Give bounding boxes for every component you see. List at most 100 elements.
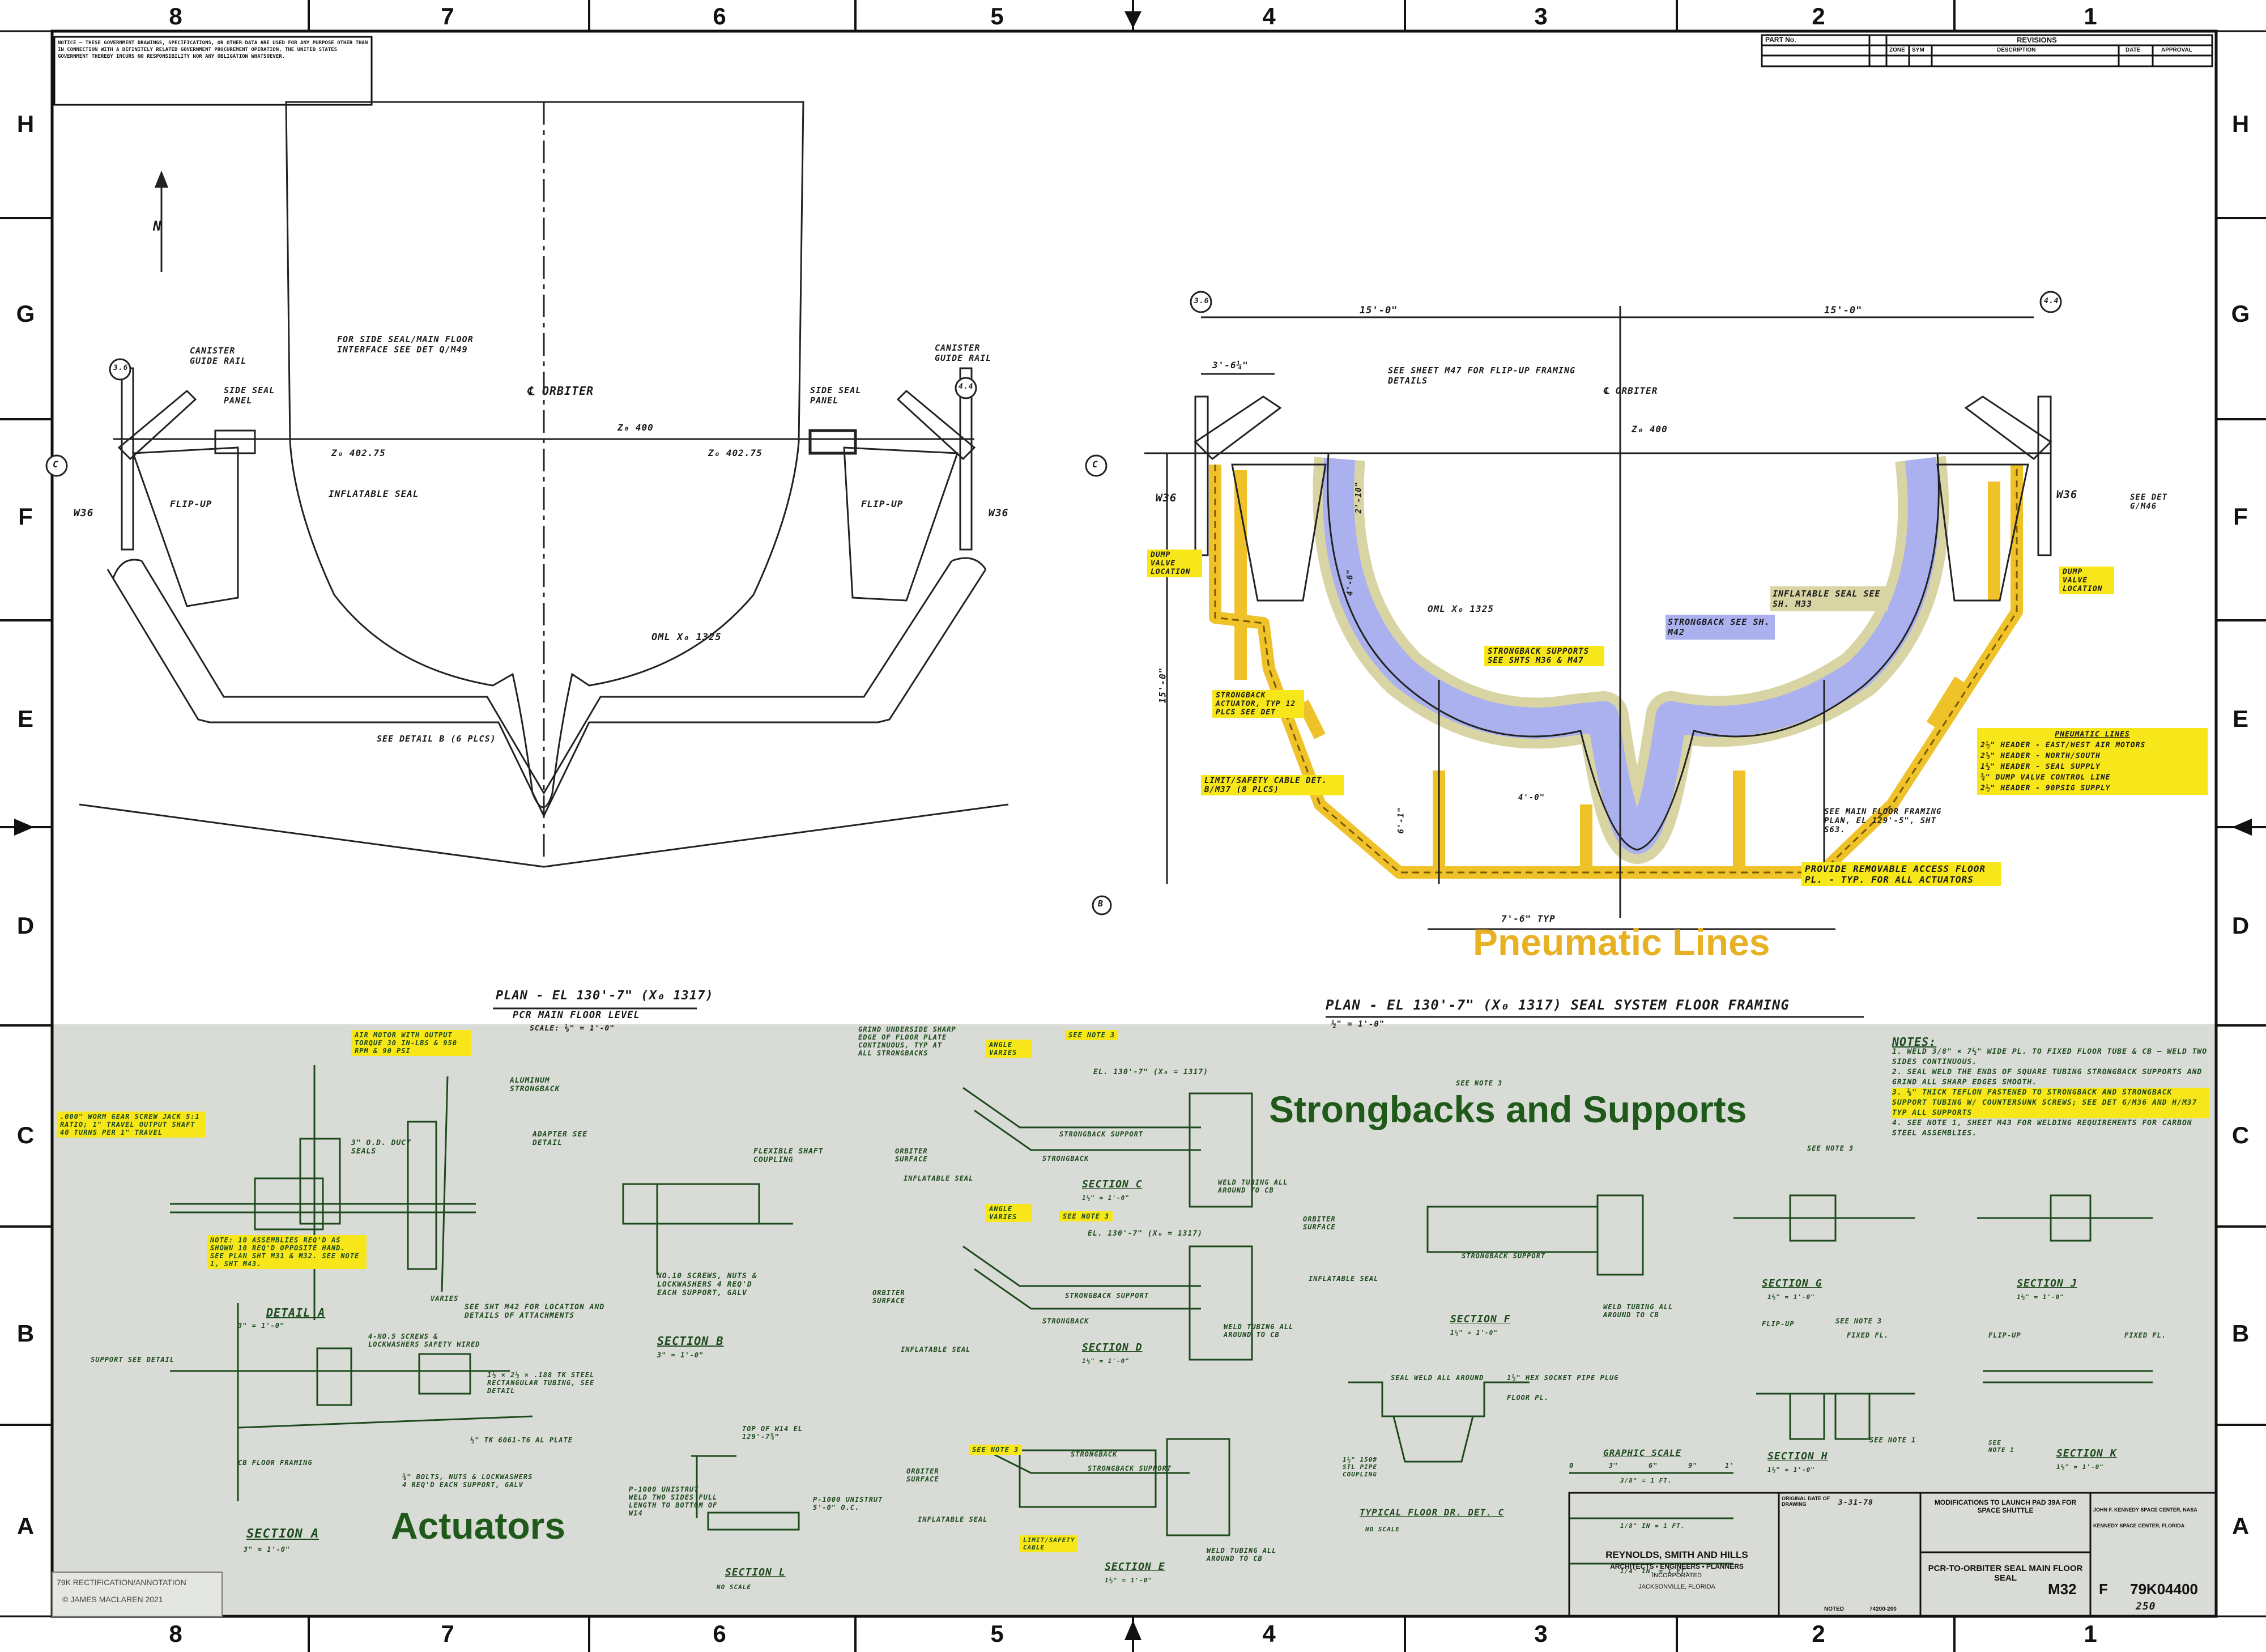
varies-label: VARIES <box>431 1295 459 1302</box>
inflatable-seal-callout: INFLATABLE SEAL SEE SH. M33 <box>1770 586 1888 611</box>
strongback-supports-callout: STRONGBACK SUPPORTS SEE SHTS M36 & M47 <box>1484 646 1604 666</box>
z402-left: Z₀ 402.75 <box>331 448 386 458</box>
row-label-d-right: D <box>2231 912 2250 939</box>
el130-1: EL. 130'-7" (X₀ = 1317) <box>1093 1068 1209 1076</box>
col-label-4-bottom: 4 <box>1262 1620 1276 1647</box>
col-label-8-bottom: 8 <box>169 1620 182 1647</box>
credit-line-2: © JAMES MACLAREN 2021 <box>62 1595 163 1604</box>
strongback-3: STRONGBACK <box>1071 1450 1118 1458</box>
inflatable-seal-f: INFLATABLE SEAL <box>1309 1275 1379 1283</box>
col-label-7-bottom: 7 <box>441 1620 454 1647</box>
orbiter-surface-1: ORBITER SURFACE <box>895 1147 928 1163</box>
z402-right: Z₀ 402.75 <box>708 448 763 458</box>
left-canister-rail: CANISTER GUIDE RAIL <box>190 346 247 366</box>
original-date-label: ORIGINAL DATE OF DRAWING <box>1782 1496 1830 1507</box>
rect-tubing-label: 1½ × 2½ × .188 TK STEEL RECTANGULAR TUBI… <box>487 1371 595 1395</box>
pneumatic-legend-item: ¾" DUMP VALVE CONTROL LINE <box>1980 773 2111 782</box>
row-label-a-right: A <box>2231 1513 2250 1539</box>
north-label: N <box>153 218 162 234</box>
section-d-scale: 1½" = 1'-0" <box>1082 1357 1130 1365</box>
left-w36-left: W36 <box>74 507 94 519</box>
col-label-2-top: 2 <box>1812 3 1825 29</box>
air-motor-note: AIR MOTOR WITH OUTPUT TORQUE 30 IN-LBS &… <box>351 1030 471 1056</box>
right-dim-vertical: 15'-0" <box>1157 667 1168 704</box>
see-main-floor-note: SEE MAIN FLOOR FRAMING PLAN, EL 129'-5",… <box>1824 807 1942 834</box>
weld-tubing-1: WELD TUBING ALL AROUND TO CB <box>1218 1178 1288 1194</box>
right-cl-orbiter: ℄ ORBITER <box>1603 385 1658 396</box>
section-d-title: SECTION D <box>1082 1342 1143 1353</box>
graphic-scale-tick: 3" <box>1609 1462 1618 1470</box>
flexible-coupling-label: FLEXIBLE SHAFT COUPLING <box>753 1147 824 1164</box>
row-label-c-right: C <box>2231 1122 2250 1148</box>
revisions-col-description: DESCRIPTION <box>1997 47 2036 53</box>
section-j-title: SECTION J <box>2017 1278 2077 1289</box>
section-h-scale: 1½" = 1'-0" <box>1767 1466 1815 1474</box>
right-bubble-b: B <box>1098 899 1104 909</box>
see-note-3-g: SEE NOTE 3 <box>1807 1144 1854 1152</box>
inflatable-seal-label: INFLATABLE SEAL <box>329 488 419 499</box>
duct-seals-label: 3" O.D. DUCT SEALS <box>351 1139 411 1156</box>
section-j-scale: 1½" = 1'-0" <box>2017 1293 2064 1301</box>
see-note-3-1: SEE NOTE 3 <box>1065 1030 1119 1040</box>
see-note-3-3: SEE NOTE 3 <box>969 1445 1023 1455</box>
al-plate-label: ½" TK 6061-T6 AL PLATE <box>470 1436 573 1444</box>
firm-incorporated: INCORPORATED <box>1652 1572 1702 1579</box>
firm-subtitle: ARCHITECTS • ENGINEERS • PLANNERS <box>1610 1562 1744 1570</box>
left-side-seal-panel: SIDE SEAL PANEL <box>224 385 275 406</box>
graphic-scale-title: GRAPHIC SCALE <box>1603 1447 1682 1458</box>
section-b-title: SECTION B <box>657 1334 724 1348</box>
ksc-location: KENNEDY SPACE CENTER, FLORIDA <box>2093 1523 2185 1528</box>
left-plan-title: PLAN - EL 130'-7" (X₀ 1317) <box>496 989 714 1003</box>
right-side-seal-panel: SIDE SEAL PANEL <box>810 385 862 406</box>
floor-drain-scale: NO SCALE <box>1365 1526 1400 1533</box>
section-l-scale: NO SCALE <box>717 1583 751 1591</box>
dump-valve-right: DUMP VALVE LOCATION <box>2059 567 2114 594</box>
right-z400: Z₀ 400 <box>1632 424 1668 435</box>
row-label-b-left: B <box>16 1320 35 1347</box>
row-label-b-right: B <box>2231 1320 2250 1347</box>
size-code: F <box>2099 1581 2108 1598</box>
typical-floor-drain-title: TYPICAL FLOOR DR. DET. C <box>1360 1507 1505 1518</box>
col-label-2-bottom: 2 <box>1812 1620 1825 1647</box>
row-label-f-right: F <box>2233 503 2248 530</box>
graphic-scale-1: 3/8" = 1 FT. <box>1620 1477 1672 1484</box>
see-note-3-2: SEE NOTE 3 <box>1059 1211 1113 1221</box>
top-w14-label: TOP OF W14 EL 129'-7¾" <box>742 1425 803 1441</box>
inflatable-seal-3: INFLATABLE SEAL <box>918 1515 988 1523</box>
section-k-scale: 1½" = 1'-0" <box>2056 1463 2104 1471</box>
left-cl-orbiter: ℄ ORBITER <box>527 384 594 398</box>
orbiter-surface-2: ORBITER SURFACE <box>872 1289 905 1305</box>
graphic-scale-tick: 0 <box>1569 1462 1574 1470</box>
ksc-name: JOHN F. KENNEDY SPACE CENTER, NASA <box>2093 1507 2197 1513</box>
right-dim-4-6: 4'-6" <box>1345 569 1355 596</box>
section-a-scale: 3" = 1'-0" <box>244 1545 291 1553</box>
fixed-fl-h: FIXED FL. <box>1847 1331 1889 1339</box>
row-label-g-right: G <box>2231 300 2250 327</box>
sheet-number: 250 <box>2136 1600 2156 1612</box>
right-dim-left: 15'-0" <box>1360 305 1398 316</box>
detail-a-title: DETAIL A <box>266 1306 326 1319</box>
dump-valve-left: DUMP VALVE LOCATION <box>1147 550 1202 577</box>
left-plan-scale: SCALE: ⅛" = 1'-0" <box>530 1024 615 1033</box>
note-item: 3. ⅛" THICK TEFLON FASTENED TO STRONGBAC… <box>1892 1088 2209 1118</box>
section-k-title: SECTION K <box>2056 1447 2117 1459</box>
col-label-7-top: 7 <box>441 3 454 29</box>
col-label-5-top: 5 <box>990 3 1004 29</box>
section-f-title: SECTION F <box>1450 1313 1511 1325</box>
section-e-scale: 1½" = 1'-0" <box>1105 1577 1152 1584</box>
assemblies-note: NOTE: 10 ASSEMBLIES REQ'D AS SHOWN 10 RE… <box>207 1235 367 1269</box>
detail-a-scale: 3" = 1'-0" <box>238 1322 285 1330</box>
angle-varies-1: ANGLE VARIES <box>986 1040 1032 1058</box>
right-dim-bottom: 7'-6" TYP <box>1501 913 1556 924</box>
pneumatic-legend-item: 2½" HEADER - NORTH/SOUTH <box>1980 752 2101 760</box>
see-note-1-h: SEE NOTE 1 <box>1869 1436 1916 1444</box>
no5-screws-label: 4-NO.5 SCREWS & LOCKWASHERS SAFETY WIRED <box>368 1332 480 1348</box>
col-label-6-bottom: 6 <box>713 1620 726 1647</box>
col-label-6-top: 6 <box>713 3 726 29</box>
no10-screws-label: NO.10 SCREWS, NUTS & LOCKWASHERS 4 REQ'D… <box>657 1272 757 1297</box>
right-dim-4-0: 4'-0" <box>1518 793 1545 802</box>
flip-up-h: FLIP-UP <box>1762 1320 1795 1328</box>
revisions-col-approval: APPROVAL <box>2161 47 2192 53</box>
